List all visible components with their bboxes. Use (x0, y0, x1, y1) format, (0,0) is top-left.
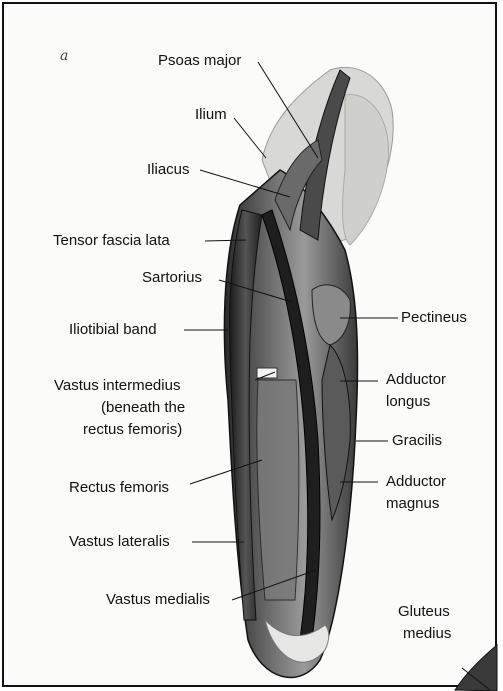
label-adductor-longus-2: longus (386, 392, 430, 411)
label-adductor-longus-1: Adductor (386, 370, 446, 389)
rectus-femoris-shape (257, 380, 299, 600)
label-gracilis: Gracilis (392, 431, 442, 450)
label-vastus-intermedius-note-1: (beneath the (101, 398, 185, 417)
label-gluteus-medius-1: Gluteus (398, 602, 450, 621)
label-ilium: Ilium (195, 105, 227, 124)
label-vastus-intermedius-note-2: rectus femoris) (83, 420, 182, 439)
label-rectus-femoris: Rectus femoris (69, 478, 169, 497)
label-pectineus: Pectineus (401, 308, 467, 327)
gluteus-medius-shape (455, 645, 497, 691)
label-iliotibial-band: Iliotibial band (69, 320, 157, 339)
label-gluteus-medius-2: medius (403, 624, 451, 643)
label-tensor-fascia-lata: Tensor fascia lata (53, 231, 170, 250)
label-adductor-magnus-2: magnus (386, 494, 439, 513)
label-psoas-major: Psoas major (158, 51, 241, 70)
label-sartorius: Sartorius (142, 268, 202, 287)
label-vastus-medialis: Vastus medialis (106, 590, 210, 609)
label-vastus-lateralis: Vastus lateralis (69, 532, 170, 551)
label-iliacus: Iliacus (147, 160, 190, 179)
vastus-intermedius-highlight (257, 368, 277, 378)
label-vastus-intermedius: Vastus intermedius (54, 376, 180, 395)
panel-letter: a (60, 48, 68, 64)
pelvis-right-shape (343, 94, 389, 245)
label-adductor-magnus-1: Adductor (386, 472, 446, 491)
